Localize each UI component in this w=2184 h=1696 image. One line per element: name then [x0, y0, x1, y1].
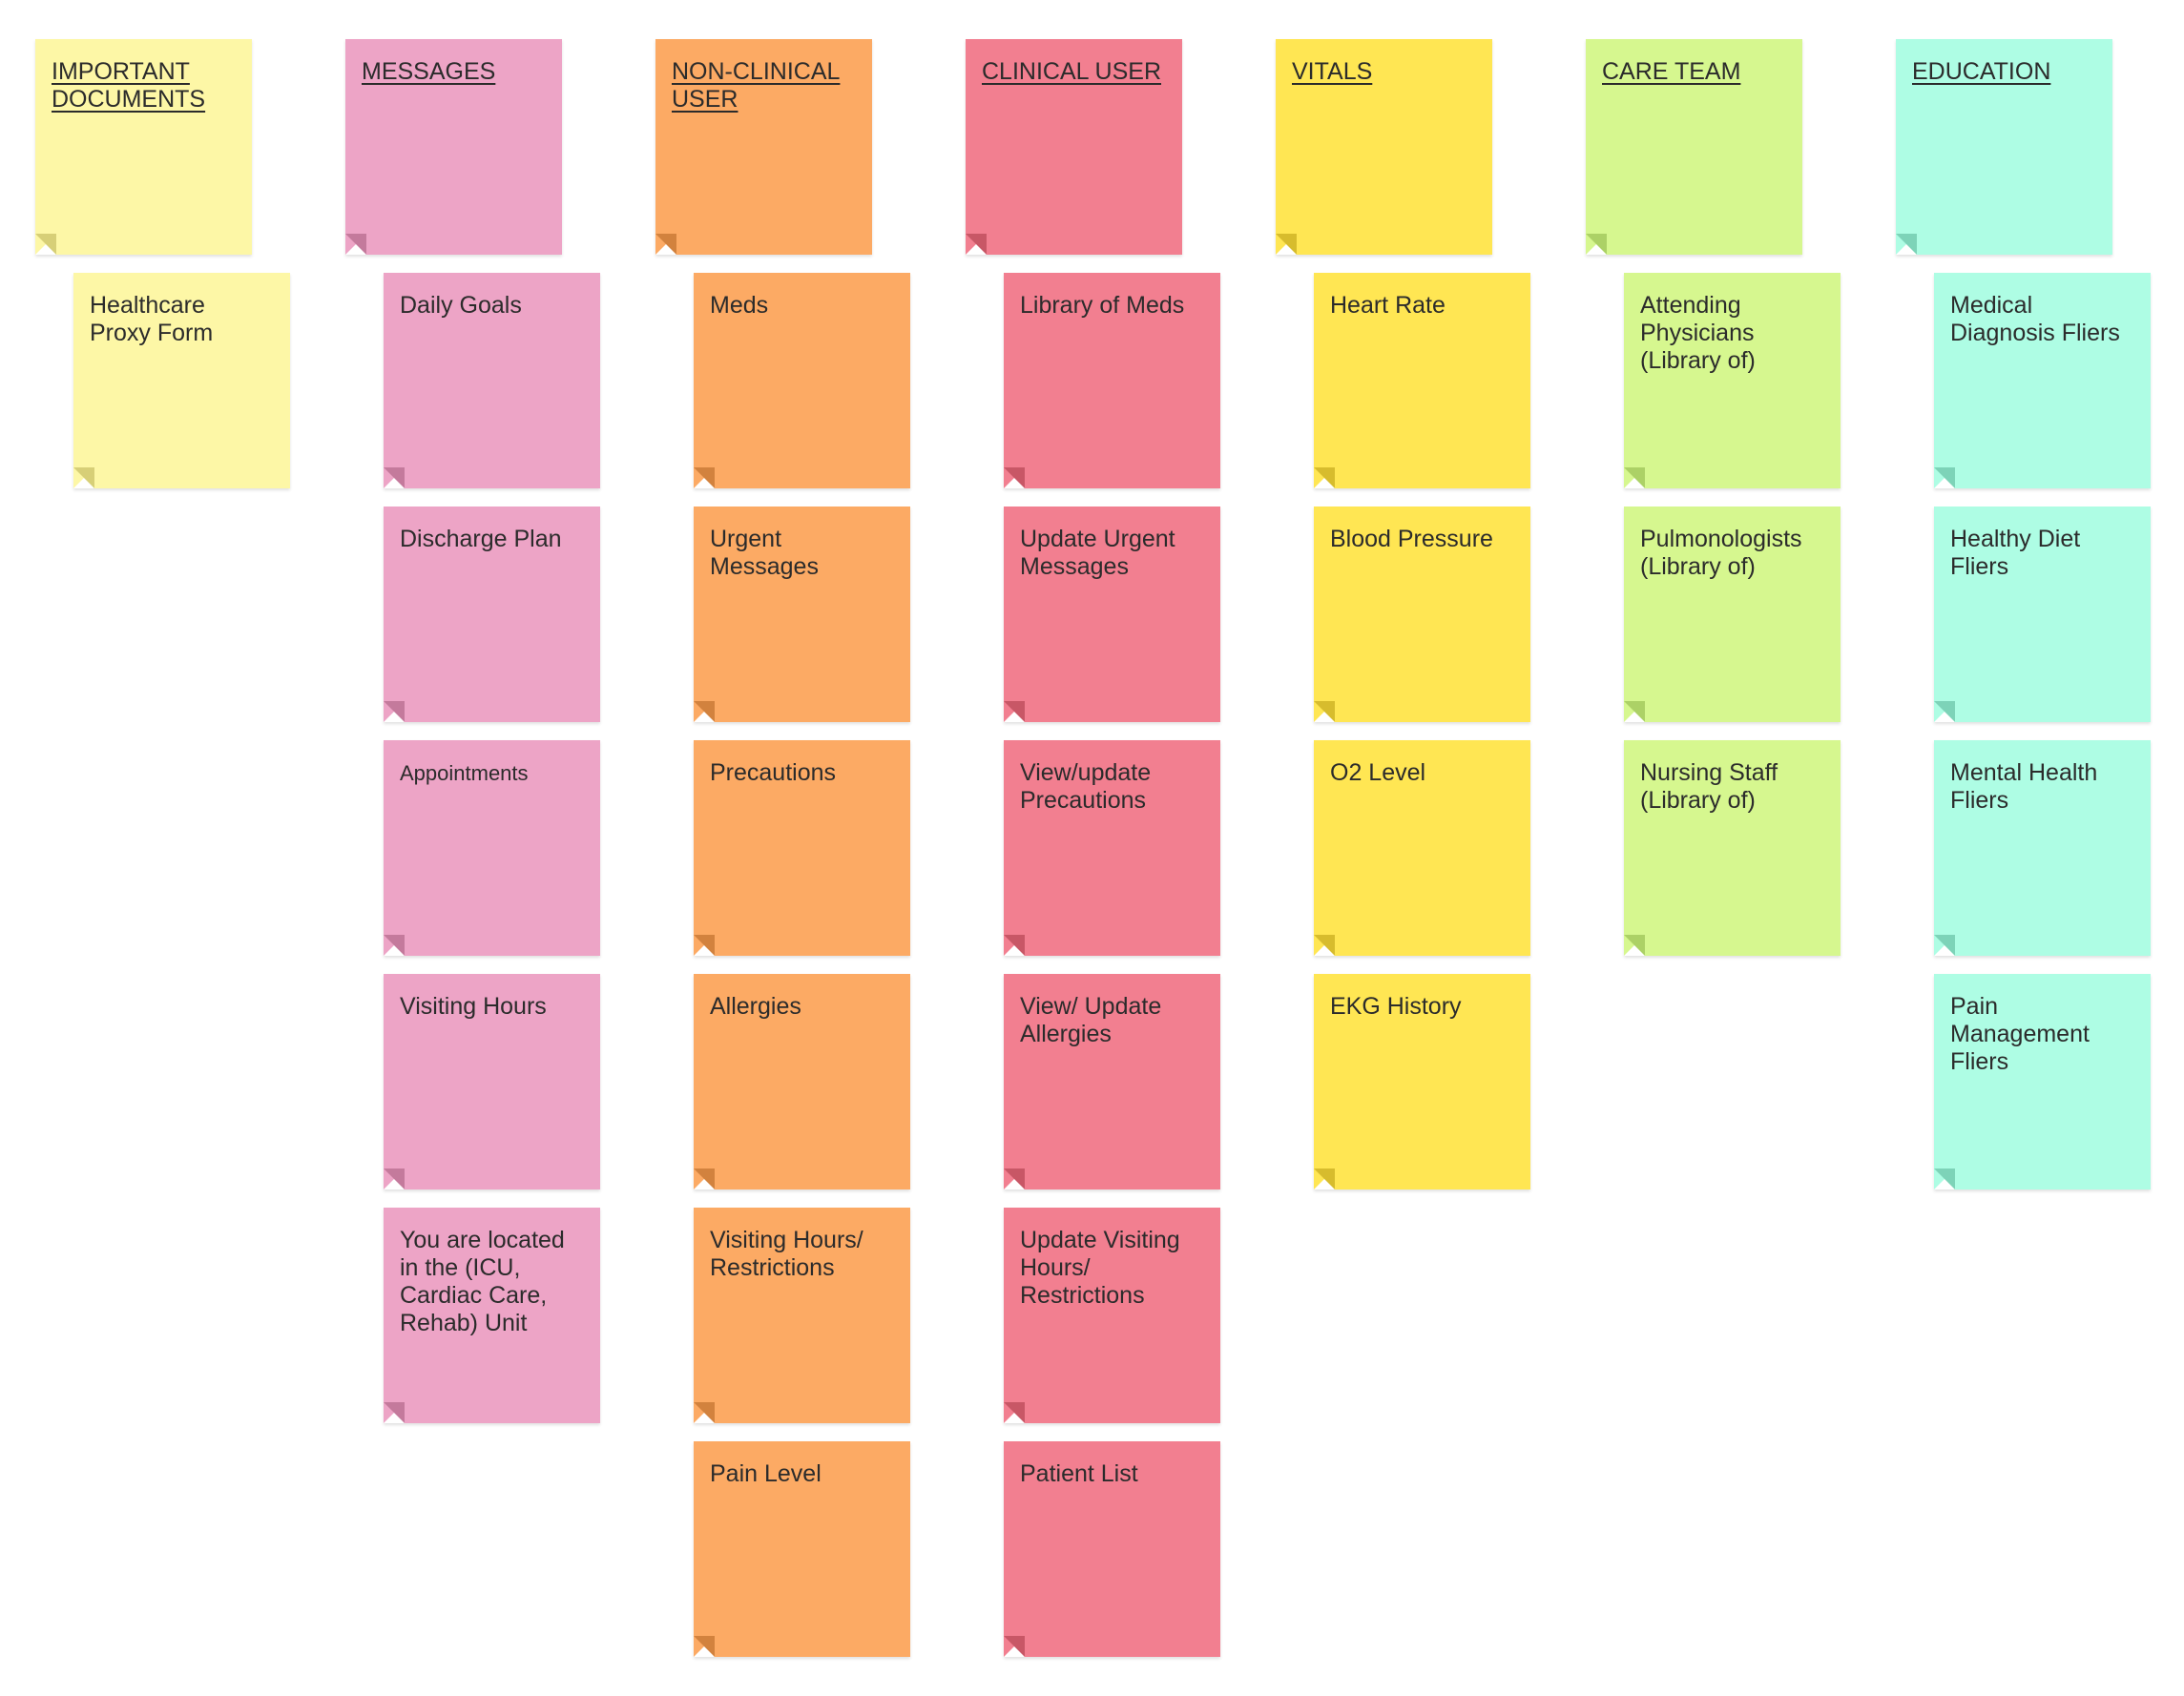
sticky-note-text: Medical Diagnosis Fliers [1950, 292, 2120, 346]
sticky-note-text: Blood Pressure [1330, 526, 1493, 552]
sticky-note-nursing-staff-library-of[interactable]: Nursing Staff (Library of) [1624, 740, 1841, 956]
sticky-note-pulmonologists-library-of[interactable]: Pulmonologists (Library of) [1624, 507, 1841, 722]
sticky-note-ekg-history[interactable]: EKG History [1314, 974, 1530, 1189]
sticky-note-text: Allergies [710, 993, 801, 1020]
sticky-note-text: You are located in the (ICU, Cardiac Car… [400, 1227, 565, 1336]
sticky-note-text: EKG History [1330, 993, 1462, 1020]
sticky-note-you-are-located-in-the-icu-cardiac-care-rehab-unit[interactable]: You are located in the (ICU, Cardiac Car… [384, 1208, 600, 1423]
category-note-care-team[interactable]: CARE TEAM [1586, 39, 1802, 255]
sticky-note-o2-level[interactable]: O2 Level [1314, 740, 1530, 956]
sticky-note-pain-level[interactable]: Pain Level [694, 1441, 910, 1657]
sticky-note-attending-physicians-library-of[interactable]: Attending Physicians (Library of) [1624, 273, 1841, 488]
category-title: EDUCATION [1912, 58, 2051, 85]
sticky-note-pain-management-fliers[interactable]: Pain Management Fliers [1934, 974, 2151, 1189]
sticky-note-urgent-messages[interactable]: Urgent Messages [694, 507, 910, 722]
category-title: MESSAGES [362, 58, 496, 85]
sticky-note-text: Mental Health Fliers [1950, 759, 2098, 814]
sticky-note-library-of-meds[interactable]: Library of Meds [1004, 273, 1220, 488]
sticky-note-text: Pulmonologists (Library of) [1640, 526, 1802, 580]
category-note-education[interactable]: EDUCATION [1896, 39, 2112, 255]
category-title: CARE TEAM [1602, 58, 1741, 85]
category-note-clinical-user[interactable]: CLINICAL USER [966, 39, 1182, 255]
category-title: IMPORTANT DOCUMENTS [52, 58, 206, 113]
sticky-note-healthy-diet-fliers[interactable]: Healthy Diet Fliers [1934, 507, 2151, 722]
sticky-note-text: Visiting Hours/ Restrictions [710, 1227, 863, 1281]
category-note-non-clinical-user[interactable]: NON-CLINICAL USER [655, 39, 872, 255]
sticky-note-text: Precautions [710, 759, 837, 786]
sticky-note-text: Heart Rate [1330, 292, 1446, 319]
category-title: CLINICAL USER [982, 58, 1162, 85]
category-note-important-documents[interactable]: IMPORTANT DOCUMENTS [35, 39, 252, 255]
sticky-note-update-urgent-messages[interactable]: Update Urgent Messages [1004, 507, 1220, 722]
sticky-note-text: Pain Level [710, 1460, 822, 1487]
sticky-note-text: Visiting Hours [400, 993, 547, 1020]
sticky-note-text: Pain Management Fliers [1950, 993, 2090, 1075]
sticky-note-text: Urgent Messages [710, 526, 819, 580]
sticky-note-text: O2 Level [1330, 759, 1426, 786]
category-note-messages[interactable]: MESSAGES [345, 39, 562, 255]
sticky-note-text: Appointments [400, 761, 529, 785]
sticky-note-text: Update Urgent Messages [1020, 526, 1175, 580]
category-title: NON-CLINICAL USER [672, 58, 841, 113]
sticky-note-precautions[interactable]: Precautions [694, 740, 910, 956]
sticky-note-text: Patient List [1020, 1460, 1138, 1487]
sticky-note-text: Library of Meds [1020, 292, 1185, 319]
sticky-note-text: Discharge Plan [400, 526, 562, 552]
sticky-note-visiting-hours[interactable]: Visiting Hours [384, 974, 600, 1189]
sticky-note-appointments[interactable]: Appointments [384, 740, 600, 956]
sticky-note-view-update-allergies[interactable]: View/ Update Allergies [1004, 974, 1220, 1189]
sticky-note-update-visiting-hours-restrictions[interactable]: Update Visiting Hours/ Restrictions [1004, 1208, 1220, 1423]
sticky-note-view-update-precautions[interactable]: View/update Precautions [1004, 740, 1220, 956]
sticky-note-visiting-hours-restrictions[interactable]: Visiting Hours/ Restrictions [694, 1208, 910, 1423]
sticky-note-discharge-plan[interactable]: Discharge Plan [384, 507, 600, 722]
sticky-note-text: View/ Update Allergies [1020, 993, 1162, 1047]
sticky-note-healthcare-proxy-form[interactable]: Healthcare Proxy Form [73, 273, 290, 488]
sticky-note-meds[interactable]: Meds [694, 273, 910, 488]
sticky-note-text: Healthy Diet Fliers [1950, 526, 2081, 580]
sticky-note-text: Nursing Staff (Library of) [1640, 759, 1778, 814]
sticky-note-daily-goals[interactable]: Daily Goals [384, 273, 600, 488]
sticky-note-patient-list[interactable]: Patient List [1004, 1441, 1220, 1657]
sticky-note-mental-health-fliers[interactable]: Mental Health Fliers [1934, 740, 2151, 956]
sticky-note-medical-diagnosis-fliers[interactable]: Medical Diagnosis Fliers [1934, 273, 2151, 488]
sticky-note-text: Attending Physicians (Library of) [1640, 292, 1756, 374]
sticky-note-heart-rate[interactable]: Heart Rate [1314, 273, 1530, 488]
sticky-note-text: Healthcare Proxy Form [90, 292, 214, 346]
sticky-note-allergies[interactable]: Allergies [694, 974, 910, 1189]
category-note-vitals[interactable]: VITALS [1276, 39, 1492, 255]
sticky-note-text: Update Visiting Hours/ Restrictions [1020, 1227, 1180, 1309]
sticky-note-text: View/update Precautions [1020, 759, 1152, 814]
sticky-note-text: Daily Goals [400, 292, 522, 319]
sticky-note-text: Meds [710, 292, 769, 319]
category-title: VITALS [1292, 58, 1373, 85]
sticky-note-blood-pressure[interactable]: Blood Pressure [1314, 507, 1530, 722]
